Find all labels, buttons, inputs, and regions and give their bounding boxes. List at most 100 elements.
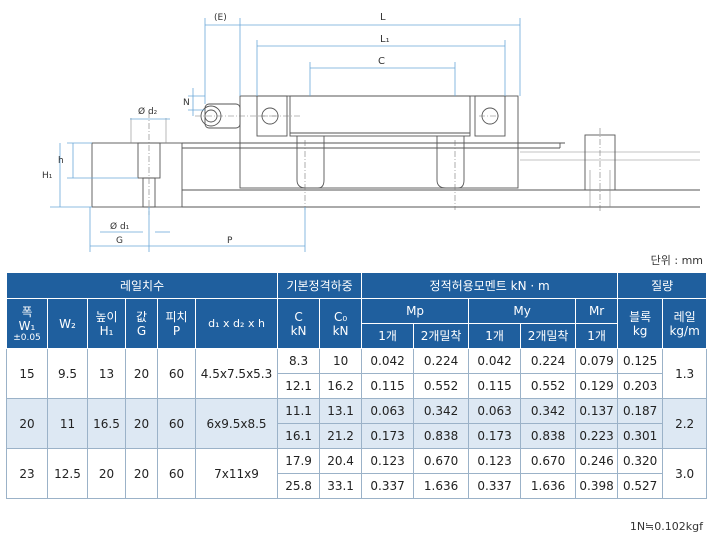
table-cell: 0.203 (617, 373, 664, 399)
table-cell: 3.0 (662, 448, 708, 499)
table-cell: 0.838 (520, 423, 577, 449)
table-cell: 0.246 (575, 448, 619, 474)
col-mr-one: 1개 (575, 323, 619, 349)
unit-note: 단위 : mm (650, 254, 703, 267)
table-row: 15 9.5 13 20 60 4.5x7.5x5.3 8.3 10 0.042… (6, 348, 708, 399)
col-height: 높이 H₁ (87, 298, 126, 349)
col-rail-mass: 레일 kg/m (662, 298, 708, 349)
col-c: C kN (277, 298, 321, 349)
dim-label-h: h (58, 156, 64, 166)
col-my-one: 1개 (468, 323, 522, 349)
table-cell: 0.337 (361, 473, 415, 499)
col-width: 폭 W₁ ±0.05 (6, 298, 48, 349)
col-holes: d₁ x d₂ x h (194, 298, 279, 349)
table-cell: 0.042 (468, 348, 522, 374)
table-cell: 0.527 (617, 473, 664, 499)
col-block-mass: 블록 kg (617, 298, 664, 349)
table-cell: 20 (125, 448, 158, 499)
table-cell: 4.5x7.5x5.3 (194, 348, 279, 399)
table-cell: 60 (157, 398, 196, 449)
table-cell: 60 (157, 348, 196, 399)
table-cell: 0.187 (617, 398, 664, 424)
table-cell: 0.123 (468, 448, 522, 474)
table-cell: 0.063 (361, 398, 415, 424)
table-cell: 20 (125, 348, 158, 399)
table-cell: 0.552 (520, 373, 577, 399)
table-cell: 0.173 (468, 423, 522, 449)
col-mr: Mr (575, 298, 619, 324)
table-cell: 0.398 (575, 473, 619, 499)
table-cell: 12.1 (277, 373, 321, 399)
table-cell: 0.320 (617, 448, 664, 474)
table-cell: 20 (6, 398, 48, 449)
spec-table: 레일치수 기본정격하중 정적허용모멘트 kN · m 질량 폭 W₁ ±0.05… (5, 272, 708, 499)
table-cell: 23 (6, 448, 48, 499)
table-row: 16.1 21.2 0.173 0.838 0.173 0.838 0.223 … (7, 423, 707, 449)
table-cell: 0.173 (361, 423, 415, 449)
table-cell: 25.8 (277, 473, 321, 499)
table-cell: 16.1 (277, 423, 321, 449)
table-cell: 0.342 (520, 398, 577, 424)
col-mp-two: 2개밀착 (413, 323, 470, 349)
table-cell: 0.552 (413, 373, 470, 399)
table-cell: 11 (47, 398, 88, 449)
col-my: My (468, 298, 577, 324)
table-cell: 20 (87, 448, 126, 499)
table-cell: 20.4 (319, 448, 363, 474)
table-cell: 0.337 (468, 473, 522, 499)
table-cell: 0.129 (575, 373, 619, 399)
dim-label-d1: Ø d₁ (110, 221, 130, 232)
table-cell: 8.3 (277, 348, 321, 374)
table-cell: 0.670 (413, 448, 470, 474)
table-cell: 1.636 (520, 473, 577, 499)
col-c0: C₀ kN (319, 298, 363, 349)
footnote: 1N≒0.102kgf (629, 520, 703, 533)
table-cell: 0.223 (575, 423, 619, 449)
table-cell: 0.301 (617, 423, 664, 449)
table-cell: 7x11x9 (194, 448, 279, 499)
table-cell: 21.2 (319, 423, 363, 449)
group-static-moment: 정적허용모멘트 kN · m (361, 272, 619, 299)
col-mp-one: 1개 (361, 323, 415, 349)
linear-guide-drawing: (E) L L₁ C N Ø d₂ h H₁ Ø d₁ G P (42, 12, 700, 252)
rail-section-profile (91, 142, 183, 208)
dim-label-n: N (183, 98, 190, 108)
table-cell: 0.125 (617, 348, 664, 374)
col-g: 값 G (125, 298, 158, 349)
table-cell: 0.137 (575, 398, 619, 424)
table-row: 25.8 33.1 0.337 1.636 0.337 1.636 0.398 … (7, 473, 707, 499)
dim-label-g: G (116, 236, 123, 246)
table-cell: 13 (87, 348, 126, 399)
table-cell: 13.1 (319, 398, 363, 424)
table-cell: 9.5 (47, 348, 88, 399)
table-cell: 0.115 (468, 373, 522, 399)
table-cell: 0.838 (413, 423, 470, 449)
table-cell: 0.042 (361, 348, 415, 374)
group-basic-load: 기본정격하중 (277, 272, 363, 299)
group-rail-dims: 레일치수 (5, 272, 279, 299)
table-cell: 60 (157, 448, 196, 499)
col-mp: Mp (361, 298, 470, 324)
table-cell: 1.636 (413, 473, 470, 499)
col-my-two: 2개밀착 (520, 323, 577, 349)
table-cell: 6x9.5x8.5 (194, 398, 279, 449)
table-cell: 11.1 (277, 398, 321, 424)
table-cell: 1.3 (662, 348, 708, 399)
table-cell: 2.2 (662, 398, 708, 449)
table-cell: 0.079 (575, 348, 619, 374)
drawing-line (520, 142, 561, 148)
table-cell: 33.1 (319, 473, 363, 499)
rail-hole-right (584, 134, 616, 191)
table-cell: 16.5 (87, 398, 126, 449)
table-cell: 16.2 (319, 373, 363, 399)
table-cell: 0.224 (520, 348, 577, 374)
col-w2: W₂ (47, 298, 88, 349)
table-cell: 0.670 (520, 448, 577, 474)
drawing-line (436, 136, 465, 189)
group-mass: 질량 (617, 272, 708, 299)
table-cell: 17.9 (277, 448, 321, 474)
table-row: 20 11 16.5 20 60 6x9.5x8.5 11.1 13.1 0.0… (6, 398, 708, 449)
end-seal-right (474, 95, 506, 137)
drawing-line (296, 136, 325, 189)
table-cell: 0.063 (468, 398, 522, 424)
